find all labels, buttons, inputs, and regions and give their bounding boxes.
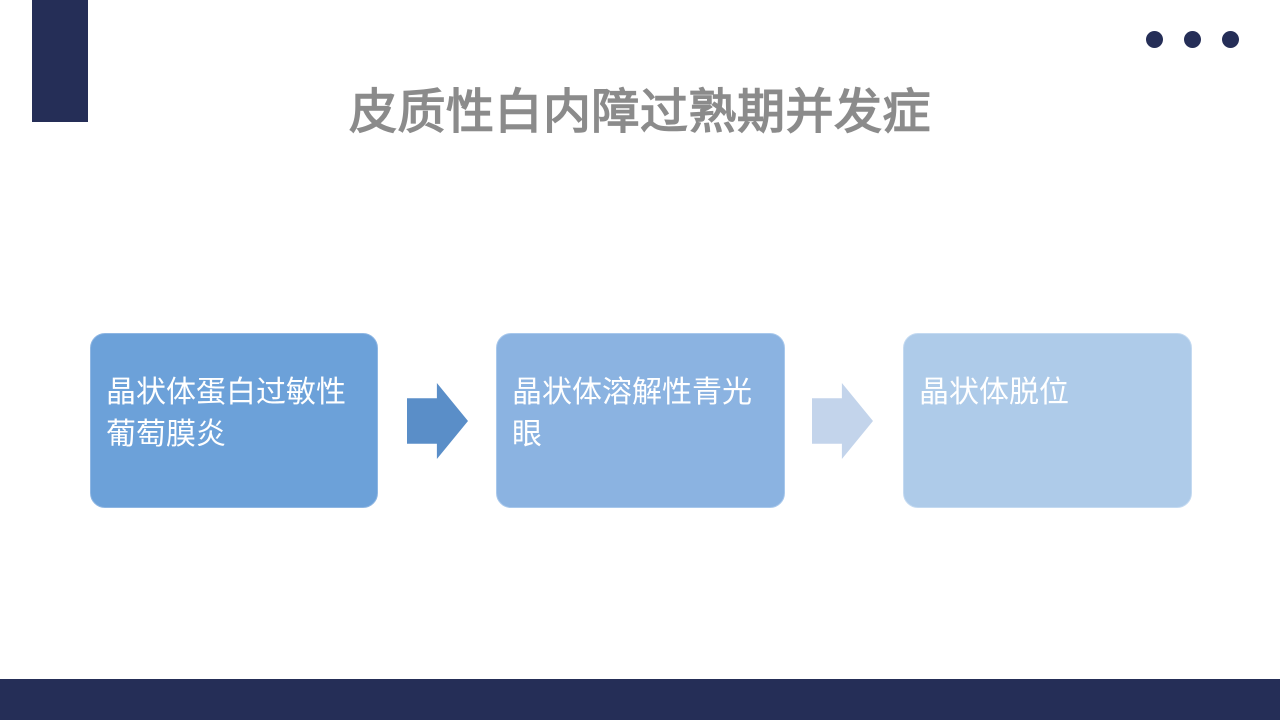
bottom-accent-bar bbox=[0, 679, 1280, 720]
arrow-right-icon bbox=[407, 383, 468, 459]
dot-icon bbox=[1222, 31, 1239, 48]
process-step-label: 晶状体脱位 bbox=[919, 376, 1069, 409]
dot-icon bbox=[1146, 31, 1163, 48]
process-step-2: 晶状体溶解性青光眼 bbox=[496, 333, 785, 508]
corner-accent-bar bbox=[32, 0, 88, 122]
process-step-1: 晶状体蛋白过敏性葡萄膜炎 bbox=[90, 333, 378, 508]
process-step-label: 晶状体溶解性青光眼 bbox=[512, 376, 752, 451]
dot-icon bbox=[1184, 31, 1201, 48]
process-diagram: 晶状体蛋白过敏性葡萄膜炎 晶状体溶解性青光眼 晶状体脱位 bbox=[90, 333, 1192, 508]
slide-title: 皮质性白内障过熟期并发症 bbox=[348, 86, 931, 139]
process-step-label: 晶状体蛋白过敏性葡萄膜炎 bbox=[106, 376, 346, 451]
process-step-3: 晶状体脱位 bbox=[903, 333, 1192, 508]
arrow-right-icon bbox=[812, 383, 873, 459]
three-dots-icon bbox=[1146, 31, 1239, 48]
